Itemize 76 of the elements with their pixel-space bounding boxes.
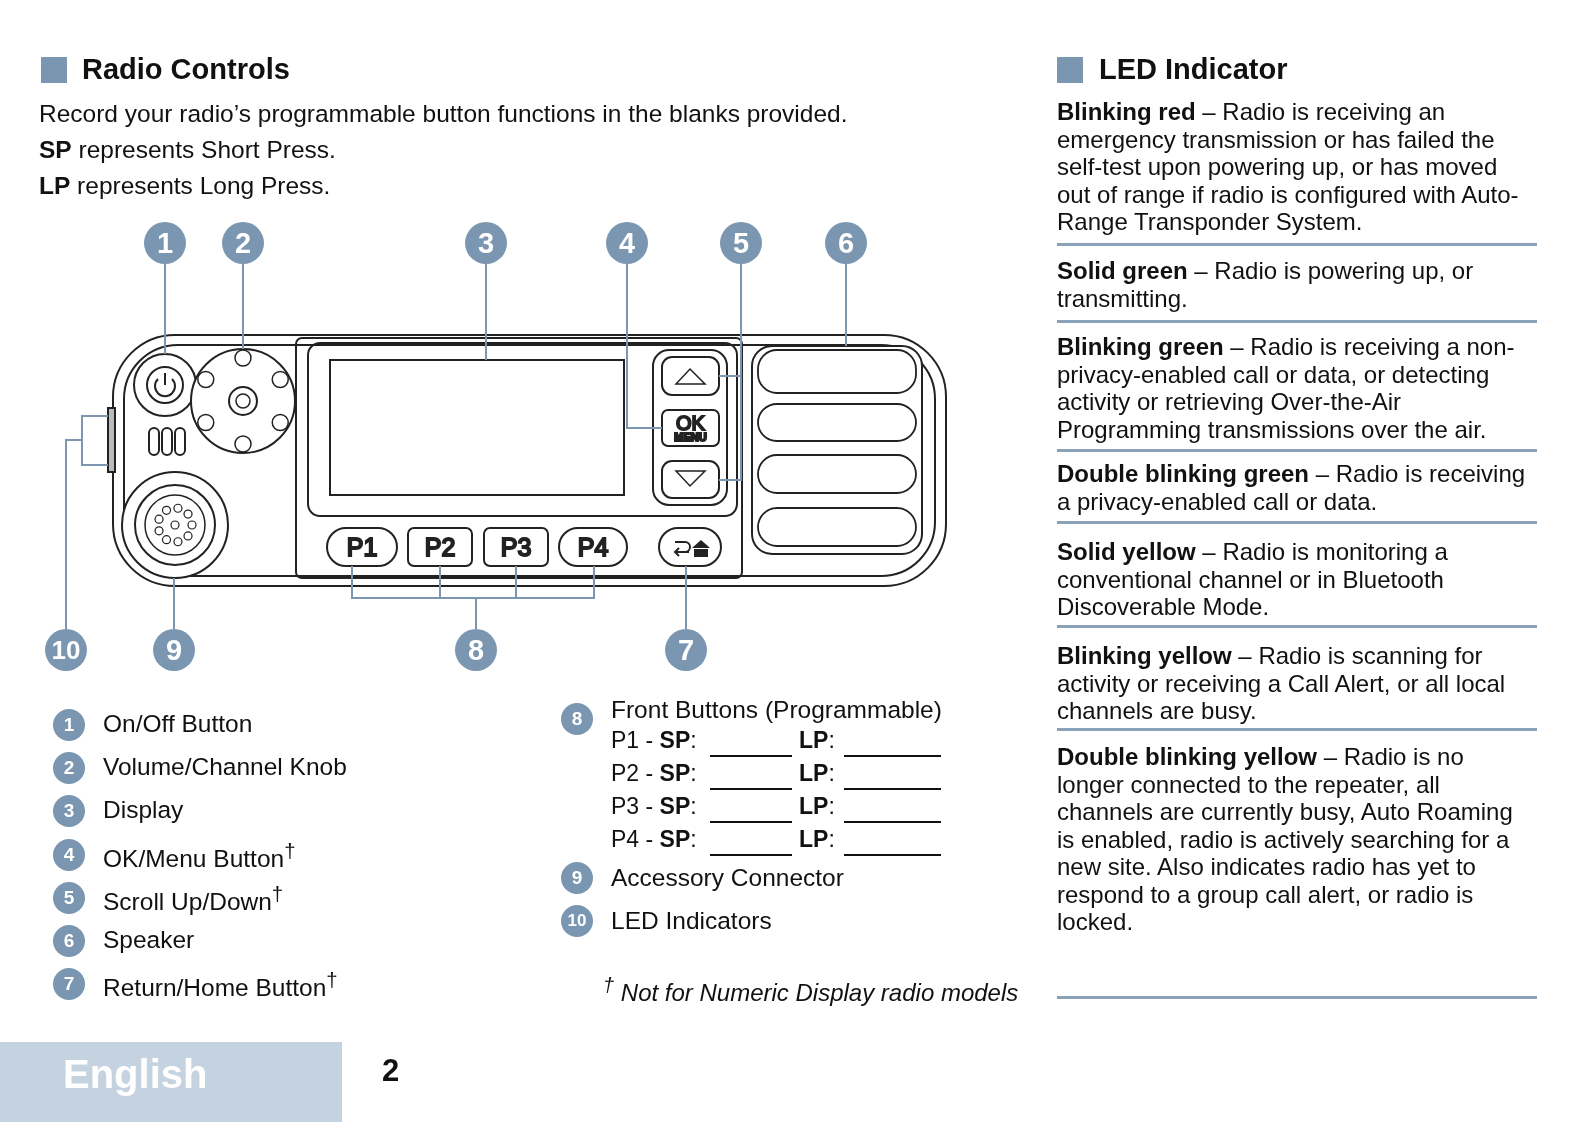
button-label: P2 - SP:: [611, 760, 697, 787]
button-label: P1 - SP:: [611, 727, 697, 754]
callout-number: 2: [222, 222, 264, 264]
led-description: Solid green – Radio is powering up, or transmitting.: [1057, 257, 1475, 312]
callout-number: 4: [606, 222, 648, 264]
leader-line: [485, 263, 487, 361]
callout-number: 7: [665, 629, 707, 671]
led-description: Blinking yellow – Radio is scanning for activity or receiving a Call Alert, or all local channels are busy.: [1057, 642, 1507, 725]
callout-number: 8: [561, 703, 593, 735]
button-label: LP:: [799, 727, 835, 754]
section-heading: Radio Controls: [82, 53, 290, 86]
button-label: P4 - SP:: [611, 826, 697, 853]
button-label: LP:: [799, 760, 835, 787]
item-label: Volume/Channel Knob: [103, 753, 347, 781]
page-number: 2: [382, 1053, 400, 1089]
leader-line: [65, 415, 109, 630]
leader-line: [164, 263, 166, 355]
leader-line: [173, 577, 175, 630]
button-label: LP:: [799, 826, 835, 853]
item-label: Return/Home Button$^{†}$: [103, 969, 338, 1003]
item-label: Front Buttons (Programmable): [611, 696, 942, 724]
led-description: Double blinking green – Radio is receiving a privacy-enabled call or data.: [1057, 460, 1527, 515]
intro-text: LP represents Long Press.: [39, 172, 331, 200]
programmable-button: P1: [326, 527, 398, 567]
callout-number: 8: [455, 629, 497, 671]
callout-number: 4: [53, 839, 85, 871]
leader-line: [242, 263, 244, 350]
callout-number: 3: [53, 795, 85, 827]
leader-line: [475, 565, 595, 630]
callout-number: 5: [53, 882, 85, 914]
callout-number: 1: [144, 222, 186, 264]
item-label: Accessory Connector: [611, 864, 844, 892]
callout-number: 9: [561, 862, 593, 894]
callout-number: 5: [720, 222, 762, 264]
callout-number: 6: [825, 222, 867, 264]
ok-menu-button: OK MENU: [661, 409, 720, 447]
callout-number: 3: [465, 222, 507, 264]
led-description: Solid yellow – Radio is monitoring a conventional channel or in Bluetooth Discoverable Mode.: [1057, 538, 1449, 621]
speaker-grille: [751, 345, 923, 555]
programmable-button: P3: [483, 527, 549, 567]
item-label: LED Indicators: [611, 907, 772, 935]
language-tab: English: [0, 1042, 342, 1122]
section-heading: LED Indicator: [1099, 53, 1288, 86]
callout-number: 10: [561, 905, 593, 937]
item-label: On/Off Button: [103, 710, 253, 738]
item-label: Display: [103, 796, 184, 824]
volume-knob: [190, 348, 296, 454]
accessory-connector: [121, 471, 229, 579]
callout-number: 10: [45, 629, 87, 671]
led-indicator: [107, 407, 116, 473]
intro-text: SP represents Short Press.: [39, 136, 336, 164]
led-description: Blinking green – Radio is receiving a non-privacy-enabled call or data, or detecting activity or retrieving Over-the-Air Programming transmissions over the air.: [1057, 333, 1516, 443]
scroll-down-button: [661, 460, 720, 499]
programmable-button: P2: [407, 527, 473, 567]
button-label: P3 - SP:: [611, 793, 697, 820]
power-button: [133, 353, 197, 417]
led-description: Double blinking yellow – Radio is no longer connected to the repeater, all channels are currently busy, Auto Roaming is enabled, radio is actively searching for a new site. Also indicates radio has yet to respond to a group call alert, or radio is locked.: [1057, 743, 1514, 936]
callout-number: 2: [53, 752, 85, 784]
callout-number: 9: [153, 629, 195, 671]
item-label: Scroll Up/Down$^{†}$: [103, 883, 284, 917]
footnote: $^{†}$ Not for Numeric Display radio models: [603, 974, 1019, 1007]
item-label: Speaker: [103, 926, 195, 954]
callout-number: 7: [53, 968, 85, 1000]
led-description: Blinking red – Radio is receiving an emergency transmission or has failed the self-test upon powering up, or has moved out of range if radio is configured with Auto-Range Transponder System.: [1057, 98, 1520, 236]
scroll-up-button: [661, 356, 720, 396]
callout-number: 6: [53, 925, 85, 957]
callout-number: 1: [53, 709, 85, 741]
intro-text: Record your radio’s programmable button functions in the blanks provided.: [39, 100, 848, 128]
display-screen: [329, 359, 625, 496]
return-home-button: [658, 527, 722, 567]
leader-line: [626, 263, 663, 429]
button-label: LP:: [799, 793, 835, 820]
item-label: OK/Menu Button$^{†}$: [103, 840, 296, 874]
leader-line: [685, 565, 687, 630]
leader-line: [845, 263, 847, 347]
programmable-button: P4: [558, 527, 628, 567]
